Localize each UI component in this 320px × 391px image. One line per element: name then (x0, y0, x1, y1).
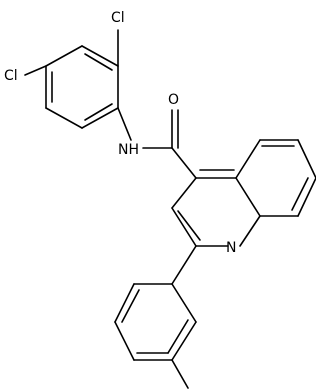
bond (297, 139, 316, 179)
bond (81, 45, 119, 67)
bond (114, 283, 135, 323)
bond (291, 177, 309, 211)
cl-top-label: Cl (111, 10, 125, 26)
bond (171, 359, 189, 389)
bond (171, 177, 197, 209)
bond (117, 107, 132, 141)
bond (45, 107, 83, 129)
bond (45, 45, 83, 67)
bond (114, 321, 135, 361)
bond (171, 283, 197, 323)
bond (235, 177, 261, 217)
bonds (24, 29, 316, 389)
amide-nh-label: NH (118, 142, 139, 158)
bond (171, 245, 197, 285)
bond (171, 147, 197, 179)
bond (84, 103, 113, 121)
bond (171, 321, 197, 361)
bond (81, 107, 119, 129)
bond (24, 65, 47, 76)
bond (239, 215, 261, 247)
bond (84, 53, 113, 71)
cl-left-label: Cl (4, 68, 18, 84)
bond (177, 210, 201, 241)
quinoline-n-label: N (226, 240, 236, 256)
atom-labels: Cl Cl NH O N (4, 10, 236, 256)
bond (235, 139, 261, 179)
bond (171, 207, 197, 247)
bond (297, 177, 316, 217)
carbonyl-o-label: O (168, 92, 179, 108)
bond (121, 289, 140, 323)
bond (167, 319, 189, 354)
